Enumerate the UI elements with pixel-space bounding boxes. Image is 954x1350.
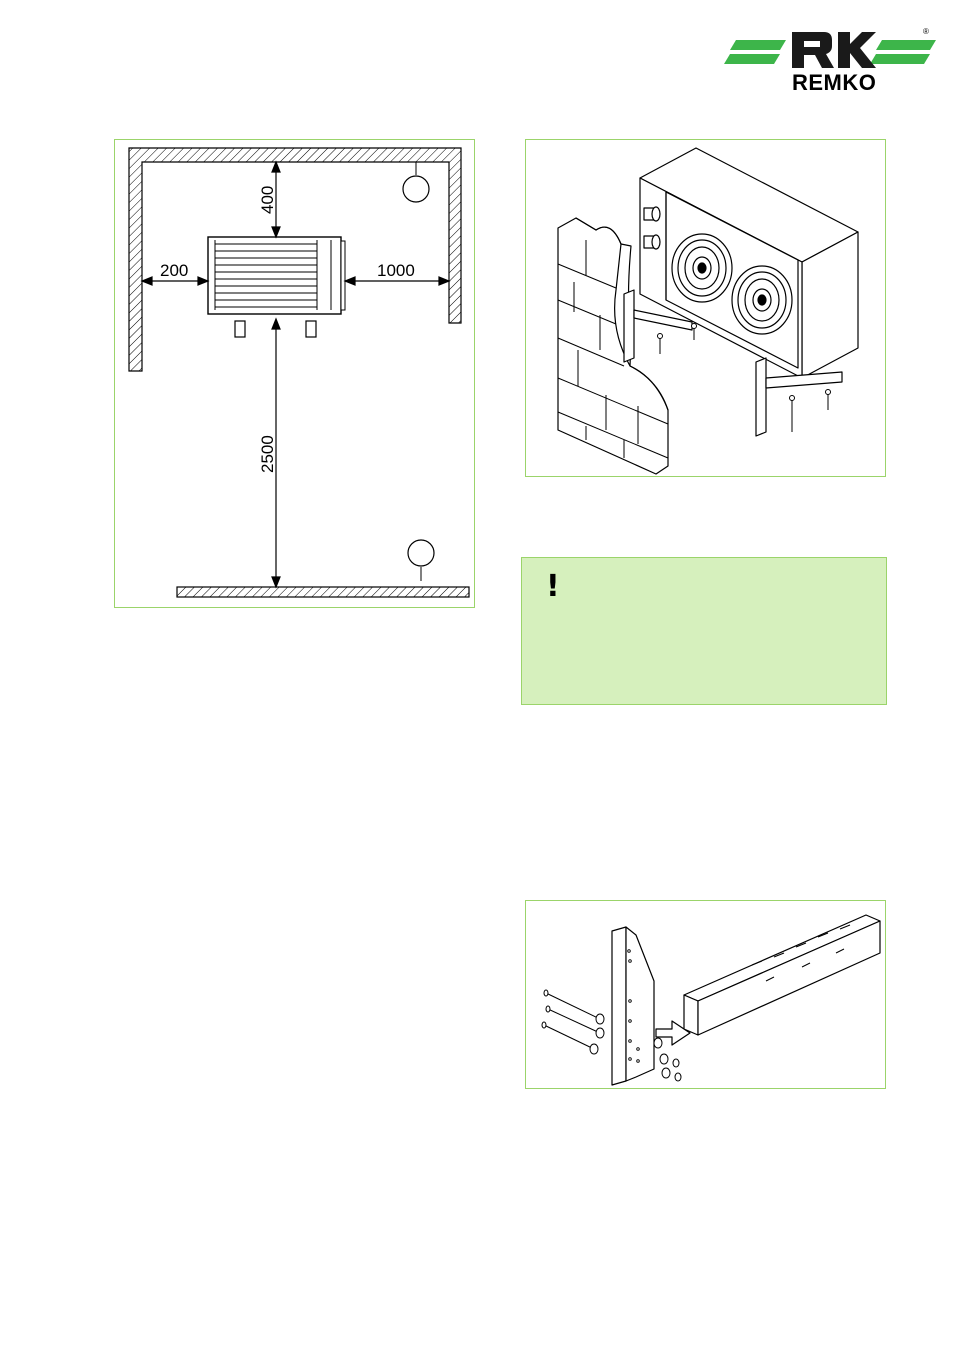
outdoor-unit (639, 147, 859, 379)
dim-left-label: 200 (160, 261, 188, 280)
callout-marker-bottom (407, 539, 435, 581)
fan-right (731, 265, 793, 335)
dimension-lines (140, 160, 451, 589)
remko-logo: ® REMKO (722, 26, 938, 96)
nuts-and-washers (653, 1037, 682, 1082)
vertical-wall-bracket (611, 926, 655, 1086)
brick-wall (557, 217, 669, 475)
bracket-assembly-frame (525, 900, 886, 1089)
fan-left (671, 233, 733, 303)
anchor-bolts (541, 989, 605, 1055)
callout-marker-top (402, 162, 430, 203)
clearance-diagram: 400 200 1000 2500 (128, 147, 470, 598)
notice-box: ! (521, 557, 887, 705)
wall-enclosure (128, 147, 470, 598)
exclamation-icon: ! (546, 569, 560, 604)
dim-top-label: 400 (258, 186, 277, 214)
clearance-diagram-frame: 400 200 1000 2500 (114, 139, 475, 608)
mounting-screws (657, 323, 831, 432)
outdoor-unit-topview (207, 236, 346, 338)
insert-arrow-icon (655, 1020, 691, 1046)
bracket-assembly-illustration (541, 914, 881, 1086)
brand-name: REMKO (792, 70, 876, 95)
dim-front-label: 2500 (258, 435, 277, 473)
horizontal-support-arm (683, 914, 881, 1036)
pipe-connectors (643, 206, 661, 250)
wall-brackets (623, 289, 843, 437)
registered-mark: ® (923, 27, 929, 36)
wall-mount-illustration-frame (525, 139, 886, 477)
dim-right-label: 1000 (377, 261, 415, 280)
wall-mount-illustration (557, 147, 859, 475)
